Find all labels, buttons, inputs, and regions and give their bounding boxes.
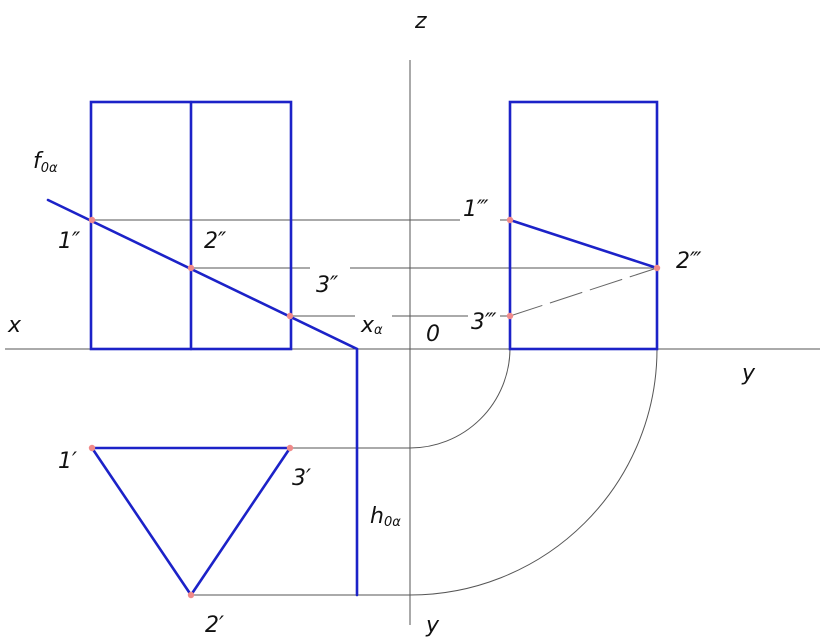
origin-label: 0 bbox=[426, 322, 440, 347]
point-1-front-marker bbox=[88, 216, 96, 224]
top-view-triangle bbox=[89, 446, 293, 598]
point-1-top-marker bbox=[88, 444, 96, 452]
point-1-front-label: 1″ bbox=[58, 229, 81, 254]
side-hidden-edge bbox=[509, 267, 658, 317]
x-alpha-sub: α bbox=[374, 323, 383, 338]
point-3-side-label: 3‴ bbox=[471, 310, 497, 335]
f-trace-main: f bbox=[33, 149, 44, 174]
point-1-side-label: 1‴ bbox=[463, 197, 489, 222]
y-axis-label-bottom: y bbox=[425, 613, 440, 638]
point-3-side-marker bbox=[506, 312, 514, 320]
point-3-top-label: 3′ bbox=[292, 466, 311, 491]
point-1-side-marker bbox=[506, 216, 514, 224]
h-trace-sub: 0α bbox=[384, 515, 401, 530]
x-alpha-label: xα bbox=[360, 313, 383, 338]
transfer-arc-inner bbox=[409, 348, 511, 449]
point-3-front-label: 3″ bbox=[316, 273, 339, 298]
point-2-front-label: 2″ bbox=[204, 229, 227, 254]
x-axis-label: x bbox=[7, 313, 22, 338]
side-view-prism bbox=[508, 100, 659, 351]
h-trace-label: h0α bbox=[370, 504, 401, 530]
point-2-side-marker bbox=[653, 264, 661, 272]
point-2-top-marker bbox=[187, 591, 195, 599]
f-trace-label: f0α bbox=[33, 149, 58, 176]
plane-traces bbox=[46, 198, 359, 597]
point-2-front-marker bbox=[187, 264, 195, 272]
f-trace-sub: 0α bbox=[41, 161, 58, 176]
point-3-top-marker bbox=[286, 444, 294, 452]
transfer-arc-outer bbox=[409, 348, 658, 596]
y-axis-label-right: y bbox=[741, 361, 756, 386]
h-trace-main: h bbox=[370, 504, 384, 529]
side-section-edge bbox=[508, 218, 659, 270]
point-2-top-label: 2′ bbox=[205, 613, 224, 638]
point-3-front-marker bbox=[286, 312, 294, 320]
point-2-side-label: 2‴ bbox=[676, 249, 702, 274]
point-1-top-label: 1′ bbox=[58, 449, 77, 474]
z-axis-label: z bbox=[414, 9, 427, 34]
x-alpha-main: x bbox=[360, 313, 375, 338]
